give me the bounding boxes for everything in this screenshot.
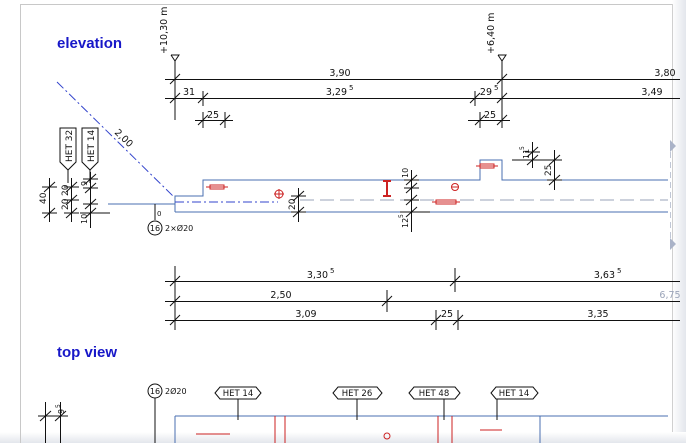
dim-label-sup: 5 [519, 146, 526, 150]
dimension-row-top-2: 31 3,29 5 29 5 3,49 [165, 84, 680, 106]
top-view-outline [174, 415, 668, 443]
het-tag-label: HET 14 [499, 389, 529, 399]
dim-label: 3,35 [587, 309, 608, 320]
dim-label: 25 [484, 110, 496, 121]
dim-label-sup: 5 [55, 404, 62, 408]
level-marker-left: +10,30 m [159, 7, 180, 120]
het-tag: HET 14 [214, 386, 262, 420]
dim-label: 40 [39, 192, 49, 204]
het-tag-label: HET 32 [65, 130, 75, 162]
elevation-heading: elevation [57, 35, 123, 52]
dim-label: 3,90 [329, 68, 350, 79]
het-tag-label: HET 48 [419, 389, 449, 399]
het-tag: HET 32 [59, 127, 77, 183]
slant-label: 2,00 [112, 127, 135, 150]
level-marker-right: +6,40 m [486, 13, 507, 120]
dimension-row-bottom-1: 3,30 5 3,63 5 [165, 266, 680, 330]
rebar-spec: 2Ø20 [165, 386, 187, 396]
dim-label-sup: 5 [349, 84, 353, 92]
dim-label: 25 [207, 110, 219, 121]
top-view-dimension: 9 5 [38, 402, 68, 443]
dim-label: 29 [480, 87, 492, 98]
rebar-number: 16 [150, 224, 160, 233]
rebar-spec: 2×Ø20 [165, 223, 193, 233]
level-label-left: +10,30 m [159, 7, 170, 54]
rebar-number: 16 [150, 387, 160, 396]
dimension-row-bottom-3: 3,09 25 3,35 [165, 309, 680, 330]
sleeve-marker [451, 183, 459, 191]
het-tag-label: HET 14 [87, 129, 97, 162]
level-label-right: +6,40 m [486, 13, 497, 54]
dimension-column-mid: 20 10 12 5 11 5 25 [288, 142, 562, 232]
rebar-note: 0 16 2×Ø20 [147, 204, 193, 236]
dim-label: 25 [441, 309, 453, 320]
dim-label-sup: 5 [617, 267, 621, 275]
dim-label: 3,80 [654, 68, 675, 79]
dim-label: 9 [57, 409, 66, 414]
rebar-zero: 0 [157, 210, 161, 218]
dim-label: 3,29 [326, 87, 347, 98]
dimension-column-left: 40 20 20 9 10 [39, 172, 110, 228]
dim-label-sup: 5 [398, 214, 405, 218]
dim-label: 25 [544, 165, 554, 176]
dim-label: 20 [61, 198, 71, 210]
dim-label: 31 [183, 87, 195, 98]
top-view-rebar-note: 16 2Ø20 [147, 383, 187, 443]
dim-label: 10 [80, 214, 89, 224]
dimension-row-top-3: 25 25 [195, 110, 510, 128]
dim-label: 2,50 [270, 290, 291, 301]
sleeve-marker [274, 189, 284, 199]
dim-label: 3,63 [594, 270, 615, 281]
dim-label: 3,09 [295, 309, 316, 320]
dim-label: 6,75 [659, 290, 680, 301]
section-marker [670, 140, 676, 250]
het-tag: HET 26 [332, 386, 383, 420]
dim-label: 20 [61, 184, 71, 196]
anchor-insert [476, 163, 498, 169]
dim-label: 12 [401, 218, 410, 228]
anchor-insert [432, 199, 460, 205]
top-view-heading: top view [57, 344, 118, 361]
dimension-row-bottom-2: 2,50 6,75 [165, 290, 681, 312]
lifting-anchor [383, 180, 391, 197]
dim-label: 20 [288, 198, 298, 210]
het-tag-label: HET 14 [223, 389, 253, 399]
dim-label: 3,49 [641, 87, 662, 98]
het-tag: HET 14 [490, 386, 539, 420]
dim-label: 11 [522, 149, 531, 159]
dim-label-sup: 5 [330, 267, 334, 275]
dim-label: 9 [80, 181, 89, 186]
dim-label: 3,30 [307, 270, 328, 281]
het-tag-label: HET 26 [342, 389, 372, 399]
dim-label-sup: 5 [494, 84, 498, 92]
het-tag: HET 48 [408, 386, 461, 420]
dim-label: 10 [401, 168, 410, 178]
anchor-insert [206, 184, 228, 190]
dimension-row-top-1: 3,90 3,80 [165, 68, 680, 87]
